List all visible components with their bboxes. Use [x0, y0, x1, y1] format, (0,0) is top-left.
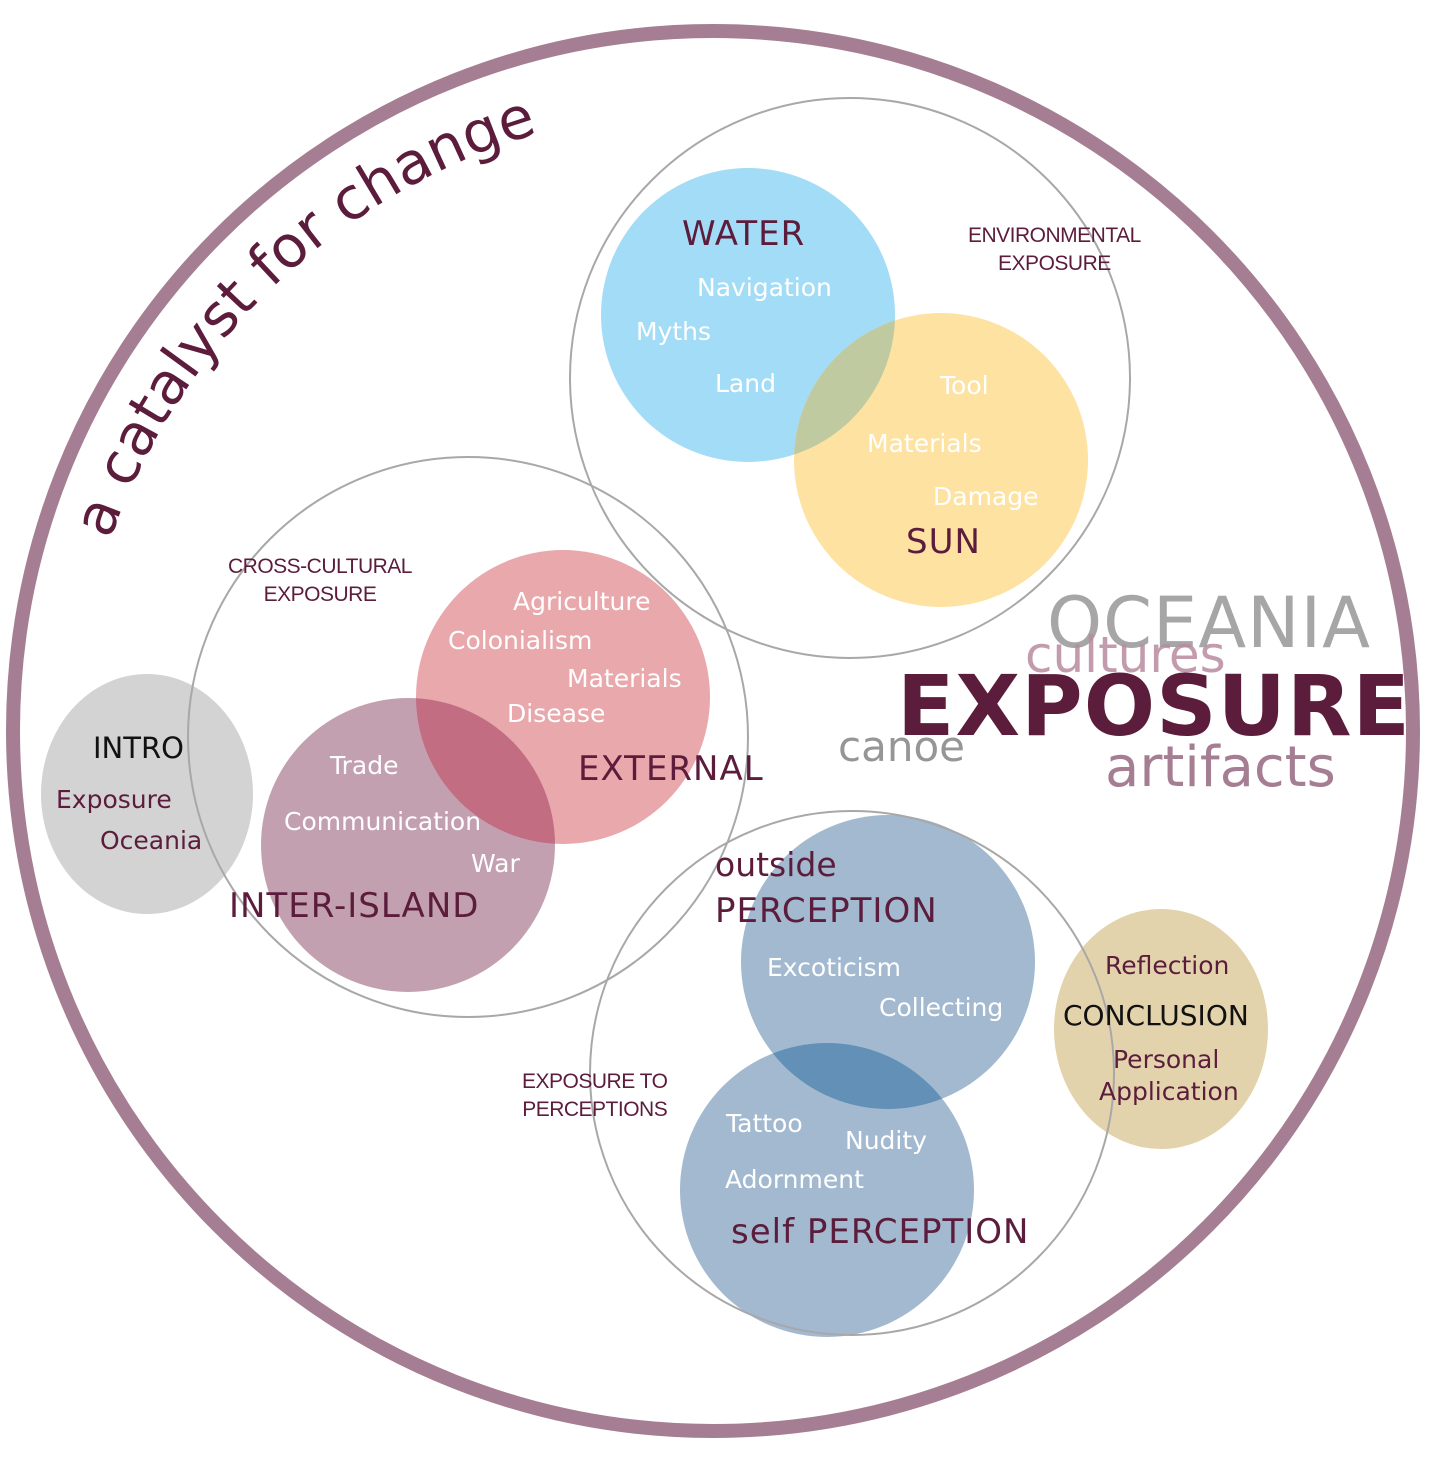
self-perception-title: self PERCEPTION — [731, 1212, 1030, 1252]
self-item-nudity: Nudity — [845, 1126, 927, 1155]
inter-island-item-communication: Communication — [284, 807, 482, 836]
outside-perception-bubble — [741, 815, 1035, 1109]
water-item-land: Land — [715, 369, 776, 398]
outside-perception-title-line1: outside — [715, 845, 837, 884]
word-exposure: EXPOSURE — [897, 657, 1411, 755]
water-item-myths: Myths — [636, 317, 712, 346]
self-item-adornment: Adornment — [725, 1165, 864, 1194]
perceptions-outline — [589, 810, 1115, 1336]
conclusion-title: CONCLUSION — [1063, 999, 1249, 1032]
intro-title: INTRO — [93, 731, 184, 765]
perceptions-label: EXPOSURE TO PERCEPTIONS — [522, 1068, 668, 1124]
external-item-colonialism: Colonialism — [448, 626, 593, 655]
intro-bubble — [41, 674, 253, 914]
external-item-materials: Materials — [567, 664, 682, 693]
perceptions-label-line2: PERCEPTIONS — [522, 1098, 668, 1121]
word-canoe: canoe — [838, 722, 965, 771]
conclusion-bubble — [1054, 909, 1268, 1149]
outer-ring — [6, 24, 1420, 1438]
external-item-disease: Disease — [507, 699, 606, 728]
water-item-navigation: Navigation — [697, 273, 832, 302]
sun-item-materials: Materials — [867, 429, 982, 458]
sun-item-tool: Tool — [940, 371, 989, 400]
inter-island-title: INTER-ISLAND — [229, 886, 480, 926]
inter-island-item-war: War — [471, 849, 520, 878]
outside-item-excoticism: Excoticism — [767, 953, 902, 982]
conclusion-item-personal: Personal — [1113, 1045, 1220, 1074]
cross-cultural-outline — [187, 456, 749, 1018]
word-artifacts: artifacts — [1105, 735, 1336, 800]
cross-cultural-label-line2: EXPOSURE — [263, 583, 377, 606]
water-sun-overlap — [794, 313, 895, 462]
inter-island-item-trade: Trade — [330, 751, 399, 780]
word-oceania: OCEANIA — [1047, 582, 1371, 664]
environmental-label-line2: EXPOSURE — [998, 252, 1111, 275]
conclusion-item-reflection: Reflection — [1105, 951, 1230, 980]
catalyst-arc-text: a catalyst for change — [59, 81, 542, 545]
perceptions-label-line1: EXPOSURE TO — [522, 1070, 668, 1093]
cross-cultural-label: CROSS-CULTURAL EXPOSURE — [228, 553, 412, 609]
self-perception-bubble — [680, 1043, 974, 1337]
environmental-label: ENVIRONMENTAL EXPOSURE — [968, 222, 1141, 278]
environmental-label-line1: ENVIRONMENTAL — [968, 224, 1141, 247]
external-title: EXTERNAL — [578, 749, 764, 789]
intro-item-exposure: Exposure — [56, 785, 172, 814]
external-inter-island-overlap — [416, 698, 555, 844]
cross-cultural-label-line1: CROSS-CULTURAL — [228, 555, 412, 578]
sun-title: SUN — [906, 522, 981, 562]
external-item-agriculture: Agriculture — [513, 587, 651, 616]
word-cultures: cultures — [1025, 626, 1226, 684]
outside-perception-title-line2: PERCEPTION — [715, 891, 938, 931]
self-item-tattoo: Tattoo — [726, 1109, 803, 1138]
water-title: WATER — [682, 214, 806, 254]
intro-item-oceania: Oceania — [100, 826, 203, 855]
sun-item-damage: Damage — [933, 482, 1039, 511]
conclusion-item-application: Application — [1099, 1077, 1239, 1106]
environmental-outline — [569, 97, 1131, 659]
outside-item-collecting: Collecting — [879, 993, 1004, 1022]
